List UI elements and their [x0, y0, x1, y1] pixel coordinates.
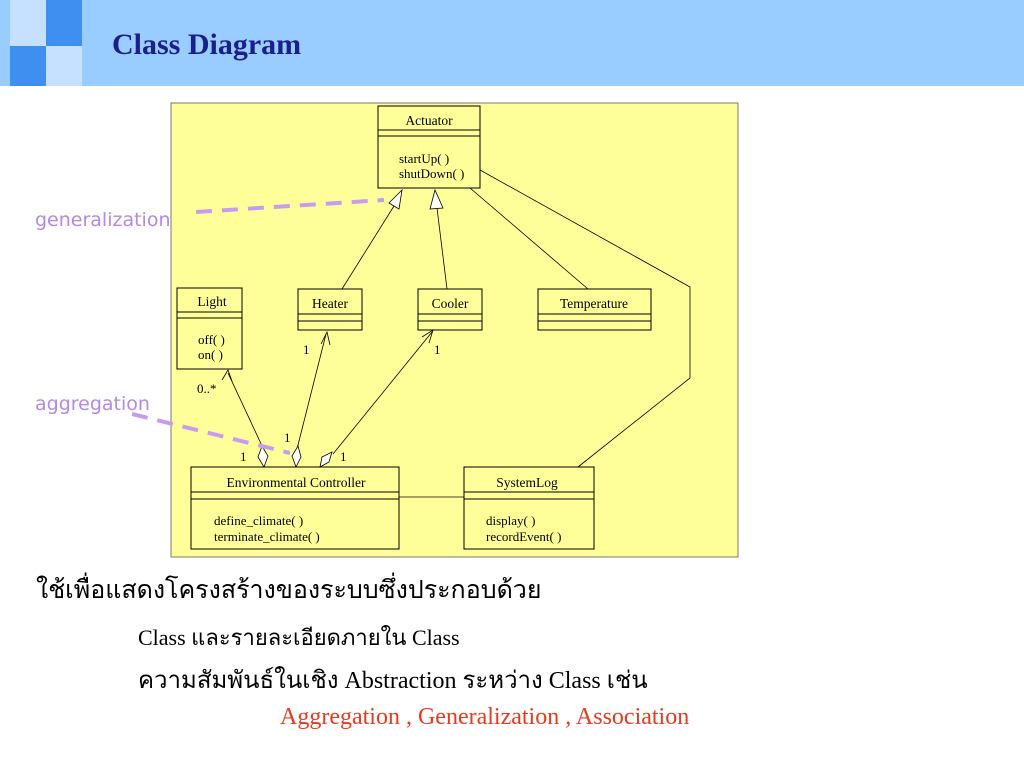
association-systemlog	[479, 169, 691, 468]
class-cooler: Cooler	[417, 288, 483, 331]
systemlog-name: SystemLog	[496, 475, 558, 490]
systemlog-method: display( )	[486, 513, 535, 528]
class-temperature: Temperature	[537, 288, 652, 331]
decor-square-4	[46, 46, 82, 86]
class-actuator: Actuator startUp( ) shutDown( )	[377, 105, 481, 189]
callout-aggregation-pointer	[131, 412, 291, 455]
decor-square-1	[46, 0, 82, 46]
multiplicity-heater: 1	[303, 342, 310, 357]
page-title: Class Diagram	[112, 28, 302, 61]
actuator-method: startUp( )	[399, 151, 449, 166]
description-line-1: ใช้เพื่อแสดงโครงสร้างของระบบซึ่งประกอบด้…	[36, 575, 542, 604]
controller-method: terminate_climate( )	[214, 529, 320, 544]
callout-generalization-pointer	[195, 198, 385, 214]
light-name: Light	[197, 294, 226, 309]
light-method: off( )	[198, 332, 225, 347]
generalization-cooler	[429, 188, 448, 290]
systemlog-method: recordEvent( )	[486, 529, 561, 544]
multiplicity-controller-heater: 1	[284, 430, 291, 445]
class-system-log: SystemLog display( ) recordEvent( )	[463, 466, 595, 550]
decor-square-3	[10, 0, 46, 46]
association-temperature	[469, 187, 589, 290]
aggregation-heater	[291, 330, 331, 469]
multiplicity-controller-light: 1	[240, 449, 247, 464]
controller-name: Environmental Controller	[226, 475, 366, 490]
class-environmental-controller: Environmental Controller define_climate(…	[190, 466, 400, 550]
class-heater: Heater	[297, 288, 363, 331]
light-method: on( )	[198, 347, 223, 362]
callout-generalization: generalization	[35, 209, 171, 231]
heater-name: Heater	[312, 296, 348, 311]
generalization-heater	[341, 188, 403, 290]
temperature-name: Temperature	[560, 296, 628, 311]
callout-aggregation: aggregation	[35, 393, 150, 415]
description-line-4: Aggregation , Generalization , Associati…	[280, 704, 690, 730]
controller-method: define_climate( )	[214, 513, 303, 528]
description-line-2: Class และรายละเอียดภายใน Class	[138, 625, 460, 650]
class-light: Light off( ) on( )	[176, 287, 243, 370]
cooler-name: Cooler	[432, 296, 469, 311]
actuator-method: shutDown( )	[399, 166, 464, 181]
multiplicity-cooler: 1	[434, 342, 441, 357]
header-band	[0, 0, 1024, 86]
actuator-name: Actuator	[405, 113, 453, 128]
description-line-3: ความสัมพันธ์ในเชิง Abstraction ระหว่าง C…	[138, 668, 648, 694]
multiplicity-controller-cooler: 1	[340, 449, 347, 464]
decor-square-2	[10, 46, 46, 86]
aggregation-cooler	[319, 329, 434, 468]
multiplicity-light: 0..*	[197, 381, 217, 396]
